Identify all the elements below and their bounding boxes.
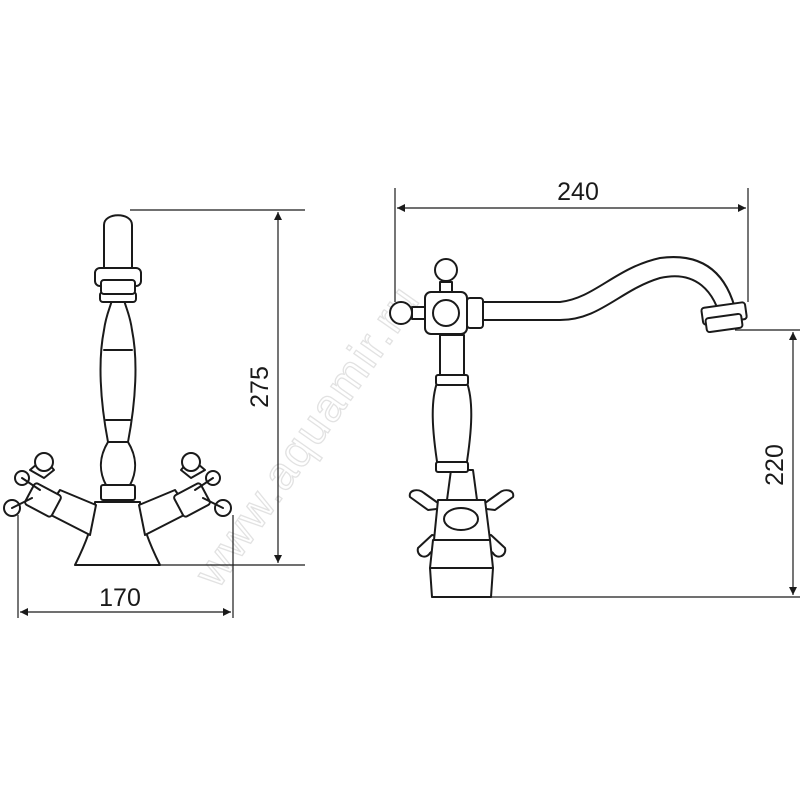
front-view-faucet: [3, 214, 232, 566]
front-height-label: 275: [246, 366, 274, 408]
front-width-label: 170: [99, 584, 141, 612]
side-dimension-extensions: [394, 188, 800, 598]
watermark: www.aquamir.ru: [183, 275, 430, 597]
side-reach-label: 240: [557, 178, 599, 206]
side-view-faucet: [389, 256, 748, 598]
front-dimension-extensions: [17, 209, 305, 618]
side-height-label: 220: [761, 444, 789, 486]
